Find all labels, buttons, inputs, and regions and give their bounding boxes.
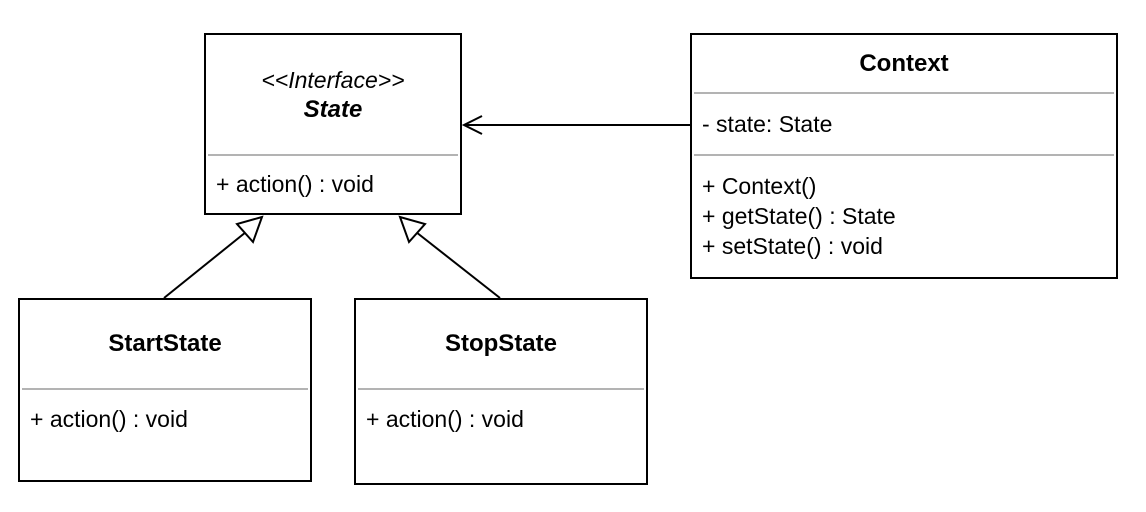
realization-line-startstate — [163, 231, 247, 299]
method: + action() : void — [216, 171, 374, 197]
method: + action() : void — [366, 406, 524, 432]
hollow-triangle-startstate — [235, 215, 264, 244]
class-name: Context — [859, 49, 949, 77]
methods-compartment: + Context() + getState() : State + setSt… — [692, 156, 1116, 261]
attribute: - state: State — [702, 111, 833, 137]
realization-line-stopstate — [415, 231, 501, 299]
attributes-compartment: - state: State — [692, 94, 1116, 154]
methods-compartment: + action() : void — [206, 156, 460, 199]
divider — [694, 92, 1114, 94]
methods-compartment: + action() : void — [20, 390, 310, 434]
class-startstate[interactable]: StartState + action() : void — [18, 298, 312, 482]
class-name: StopState — [444, 330, 557, 357]
class-stopstate[interactable]: StopState + action() : void — [354, 298, 648, 485]
class-name: State — [303, 95, 363, 123]
method: + getState() : State — [702, 203, 896, 229]
divider — [694, 154, 1114, 156]
method: + setState() : void — [702, 233, 883, 259]
class-name: StartState — [108, 330, 222, 357]
open-arrowhead — [461, 115, 483, 135]
divider — [22, 388, 308, 390]
method: + Context() — [702, 173, 817, 199]
method: + action() : void — [30, 406, 188, 432]
class-header: StartState — [20, 300, 310, 388]
class-header: StopState — [356, 300, 646, 388]
class-state[interactable]: <<Interface>> State + action() : void — [204, 33, 462, 215]
stereotype-label: <<Interface>> — [261, 66, 405, 93]
class-header: <<Interface>> State — [206, 35, 460, 154]
class-header: Context — [692, 35, 1116, 92]
class-context[interactable]: Context - state: State + Context() + get… — [690, 33, 1118, 279]
methods-compartment: + action() : void — [356, 390, 646, 434]
divider — [208, 154, 458, 156]
hollow-triangle-stopstate — [398, 215, 427, 244]
divider — [358, 388, 644, 390]
